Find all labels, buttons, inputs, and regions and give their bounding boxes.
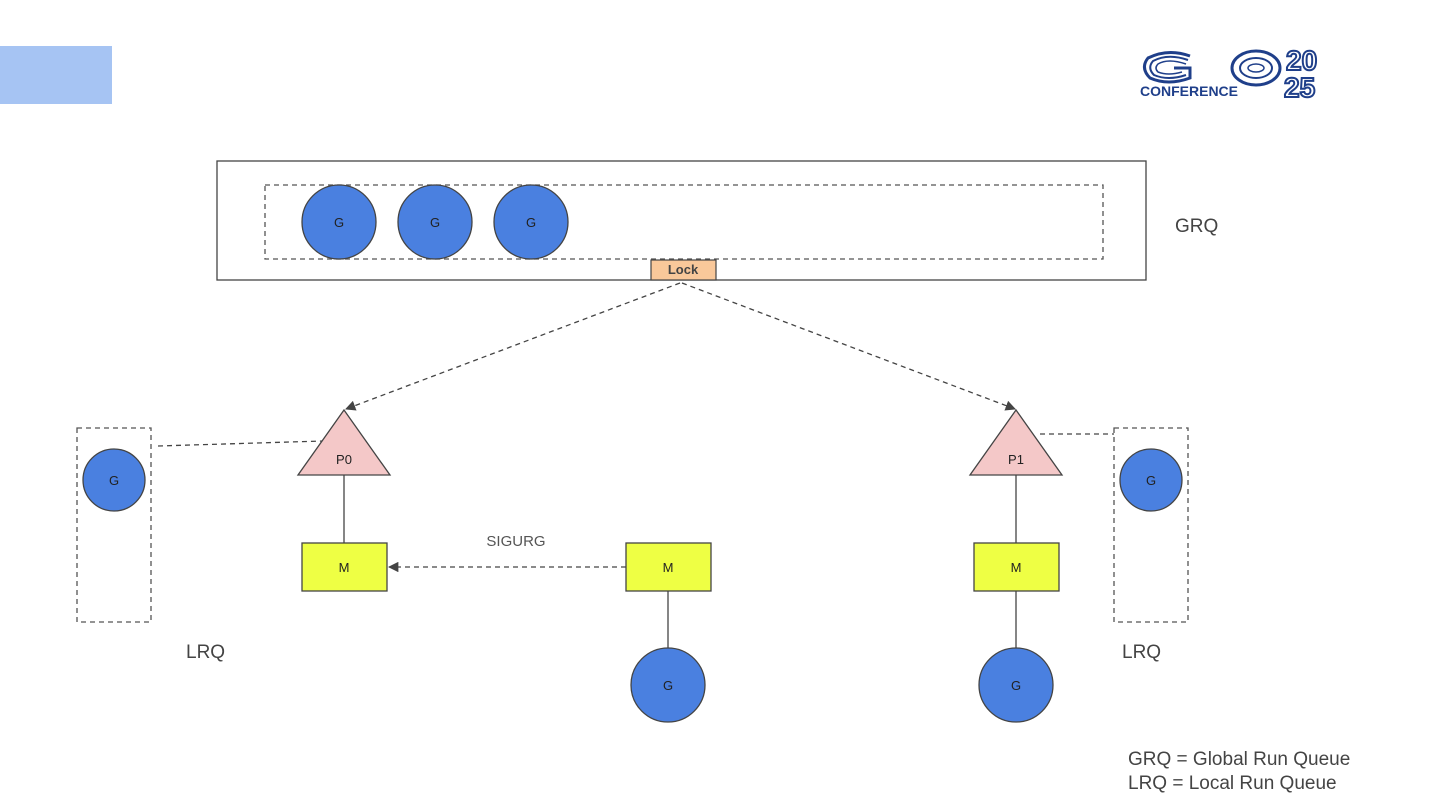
grq-goroutine: G: [397, 184, 473, 260]
goroutine-label: G: [430, 215, 440, 230]
logo-year-top: 20: [1286, 45, 1317, 76]
corner-tab: [0, 46, 112, 104]
machine-p0: M: [301, 542, 388, 592]
goroutine-circle: [493, 184, 569, 260]
logo-year-bottom: 25: [1284, 72, 1315, 100]
lock-label: Lock: [668, 262, 699, 277]
lrq-left-queue: [76, 427, 152, 623]
grq-goroutine: G: [493, 184, 569, 260]
logo-subtitle: CONFERENCE: [1140, 83, 1238, 99]
lrq-right-label: LRQ: [1122, 642, 1161, 663]
machine-label: M: [339, 560, 350, 575]
processor-label: P0: [336, 452, 352, 467]
goroutine-circle: [82, 448, 146, 512]
grq-lock: Lock: [650, 259, 717, 281]
lock-to-p0-arrow: [345, 282, 681, 411]
go-conference-logo: 20 25 CONFERENCE: [1140, 44, 1318, 100]
machine-label: M: [663, 560, 674, 575]
lrq-right-queue: [1113, 427, 1189, 623]
processor-p1: P1: [968, 408, 1064, 476]
machine-middle: M: [625, 542, 712, 592]
lock-to-p1-arrow: [681, 282, 1016, 411]
p0-lrq-connector: [157, 440, 324, 447]
grq-queue: [264, 184, 1104, 260]
lrq-left-goroutine: G: [82, 448, 146, 512]
goroutine-label: G: [1011, 678, 1021, 693]
grq-label: GRQ: [1175, 216, 1218, 237]
p1-running-goroutine: G: [978, 647, 1054, 723]
goroutine-circle: [1119, 448, 1183, 512]
grq-goroutine: G: [301, 184, 377, 260]
lrq-right-goroutine: G: [1119, 448, 1183, 512]
goroutine-label: G: [663, 678, 673, 693]
machine-p1: M: [973, 542, 1060, 592]
goroutine-label: G: [1146, 473, 1156, 488]
processor-p0: P0: [296, 408, 392, 476]
legend-lrq: LRQ = Local Run Queue: [1128, 773, 1337, 794]
goroutine-circle: [397, 184, 473, 260]
goroutine-label: G: [109, 473, 119, 488]
machine-label: M: [1011, 560, 1022, 575]
goroutine-circle: [630, 647, 706, 723]
goroutine-circle: [301, 184, 377, 260]
processor-label: P1: [1008, 452, 1024, 467]
sigurg-label: SIGURG: [486, 533, 545, 550]
legend: GRQ = Global Run Queue LRQ = Local Run Q…: [1128, 748, 1350, 796]
machine-box: [301, 542, 388, 592]
goroutine-label: G: [526, 215, 536, 230]
goroutine-circle: [978, 647, 1054, 723]
goroutine-label: G: [334, 215, 344, 230]
lock-box: [650, 259, 717, 281]
machine-box: [973, 542, 1060, 592]
legend-grq: GRQ = Global Run Queue: [1128, 749, 1351, 770]
middle-goroutine: G: [630, 647, 706, 723]
lrq-left-label: LRQ: [186, 642, 225, 663]
